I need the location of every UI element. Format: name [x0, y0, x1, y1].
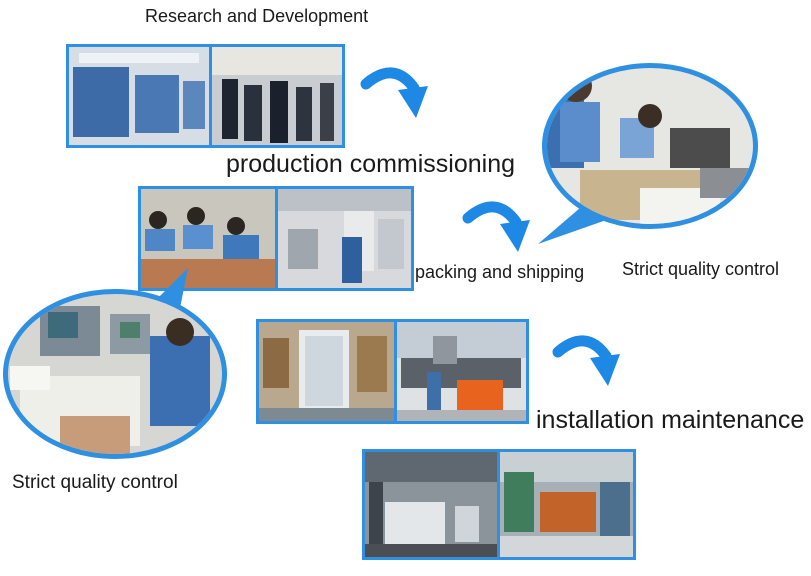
photo-strip-packing [256, 319, 529, 424]
quality-control-photo-bubble-right [538, 63, 758, 244]
photo-strip-research [66, 44, 345, 148]
photo-production-line [500, 452, 633, 557]
photo-factory-floor [278, 189, 411, 288]
photo-office-cubicles [69, 47, 209, 145]
caption-packing-shipping: packing and shipping [415, 262, 585, 282]
caption-quality-control-right: Strict quality control [622, 259, 780, 279]
photo-packed-equipment [259, 322, 394, 421]
curved-arrow-icon [360, 67, 428, 118]
photo-strip-installation [362, 449, 636, 560]
curved-arrow-icon [552, 335, 620, 386]
caption-research-development: Research and Development [145, 6, 369, 26]
caption-production-commissioning: production commissioning [226, 150, 516, 178]
curved-arrow-icon [462, 201, 530, 252]
caption-quality-control-left: Strict quality control [12, 472, 178, 493]
photo-strip-production [138, 186, 414, 291]
quality-control-photo-bubble-left [3, 268, 227, 459]
caption-installation-maintenance: installation maintenance [536, 406, 805, 434]
photo-assembly-workers [141, 189, 275, 288]
photo-meeting-room [212, 47, 342, 145]
photo-installed-machinery [365, 452, 497, 557]
photo-truck-loading [397, 322, 526, 421]
